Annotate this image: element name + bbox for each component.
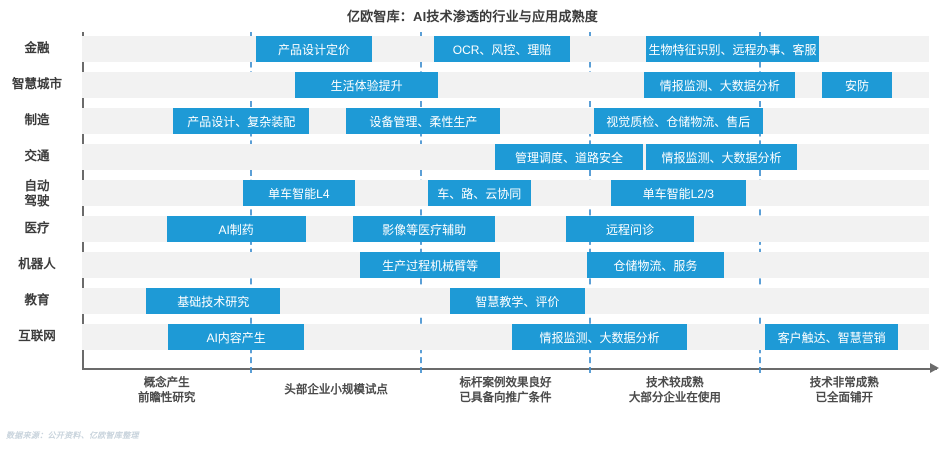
row-label-line: 交通 — [24, 149, 50, 163]
bar-智慧城市-2[interactable]: 情报监测、大数据分析 — [644, 72, 796, 98]
stage-label-line: 标杆案例效果良好 — [459, 377, 552, 389]
row-label-教育: 教育 — [0, 293, 74, 308]
row-label-自动驾驶: 自动驾驶 — [0, 179, 74, 209]
stage-label-line: 已具备向推广条件 — [459, 392, 552, 404]
bar-机器人-1[interactable]: 生产过程机械臂等 — [359, 252, 501, 278]
row-label-line: 制造 — [24, 113, 50, 127]
row-label-机器人: 机器人 — [0, 257, 74, 272]
bar-智慧城市-1[interactable]: 生活体验提升 — [295, 72, 438, 98]
bar-互联网-3[interactable]: 客户触达、智慧营销 — [764, 324, 899, 350]
bar-机器人-2[interactable]: 仓储物流、服务 — [586, 252, 724, 278]
row-label-医疗: 医疗 — [0, 221, 74, 236]
bar-金融-3[interactable]: 生物特征识别、远程办事、客服 — [646, 36, 819, 62]
bar-制造-3[interactable]: 视觉质检、仓储物流、售后 — [593, 108, 763, 134]
x-axis-arrow-icon — [930, 363, 939, 373]
bar-医疗-1[interactable]: AI制药 — [166, 216, 306, 242]
stage-label-line: 头部企业小规模试点 — [284, 384, 388, 396]
row-label-交通: 交通 — [0, 149, 74, 164]
bar-教育-1[interactable]: 基础技术研究 — [146, 288, 281, 314]
row-label-line: 金融 — [24, 41, 50, 55]
bar-互联网-2[interactable]: 情报监测、大数据分析 — [512, 324, 687, 350]
stage-label-s4: 技术较成熟大部分企业在使用 — [595, 376, 755, 406]
stage-label-s3: 标杆案例效果良好已具备向推广条件 — [426, 376, 586, 406]
bar-互联网-1[interactable]: AI内容产生 — [168, 324, 304, 350]
bar-自动驾驶-3[interactable]: 单车智能L2/3 — [610, 180, 747, 206]
bar-制造-1[interactable]: 产品设计、复杂装配 — [173, 108, 309, 134]
bar-交通-1[interactable]: 管理调度、道路安全 — [495, 144, 643, 170]
bar-智慧城市-3[interactable]: 安防 — [822, 72, 892, 98]
bar-金融-2[interactable]: OCR、风控、理赔 — [434, 36, 570, 62]
row-label-互联网: 互联网 — [0, 329, 74, 344]
row-label-line: 机器人 — [18, 257, 56, 271]
bar-自动驾驶-1[interactable]: 单车智能L4 — [242, 180, 355, 206]
source-note: 数据来源：公开资料、亿欧智库整理 — [6, 431, 139, 440]
row-band — [82, 72, 929, 98]
stage-label-s2: 头部企业小规模试点 — [256, 383, 416, 398]
bar-自动驾驶-2[interactable]: 车、路、云协同 — [427, 180, 531, 206]
row-label-line: 自动 — [24, 179, 50, 193]
bar-制造-2[interactable]: 设备管理、柔性生产 — [346, 108, 501, 134]
row-label-金融: 金融 — [0, 41, 74, 56]
stage-label-line: 已全面铺开 — [815, 392, 874, 404]
bar-医疗-3[interactable]: 远程问诊 — [566, 216, 694, 242]
row-label-line: 互联网 — [18, 329, 56, 343]
stage-label-line: 前瞻性研究 — [137, 392, 196, 404]
x-axis-line — [82, 368, 937, 370]
stage-label-line: 大部分企业在使用 — [628, 392, 721, 404]
stage-label-s1: 概念产生前瞻性研究 — [87, 376, 247, 406]
row-label-line: 医疗 — [24, 221, 50, 235]
row-label-制造: 制造 — [0, 113, 74, 128]
bar-交通-2[interactable]: 情报监测、大数据分析 — [646, 144, 797, 170]
bar-金融-1[interactable]: 产品设计定价 — [256, 36, 372, 62]
bar-教育-2[interactable]: 智慧教学、评价 — [449, 288, 586, 314]
row-label-line: 驾驶 — [24, 194, 50, 208]
stage-label-s5: 技术非常成熟已全面铺开 — [764, 376, 924, 406]
stage-label-line: 技术非常成熟 — [809, 377, 879, 389]
bar-医疗-2[interactable]: 影像等医疗辅助 — [353, 216, 496, 242]
row-band — [82, 252, 929, 278]
stage-label-line: 技术较成熟 — [646, 377, 704, 389]
row-label-智慧城市: 智慧城市 — [0, 77, 74, 92]
stage-label-line: 概念产生 — [143, 377, 190, 389]
chart-title: 亿欧智库：AI技术渗透的行业与应用成熟度 — [346, 9, 598, 24]
row-label-line: 教育 — [24, 293, 50, 307]
row-label-line: 智慧城市 — [11, 77, 62, 91]
